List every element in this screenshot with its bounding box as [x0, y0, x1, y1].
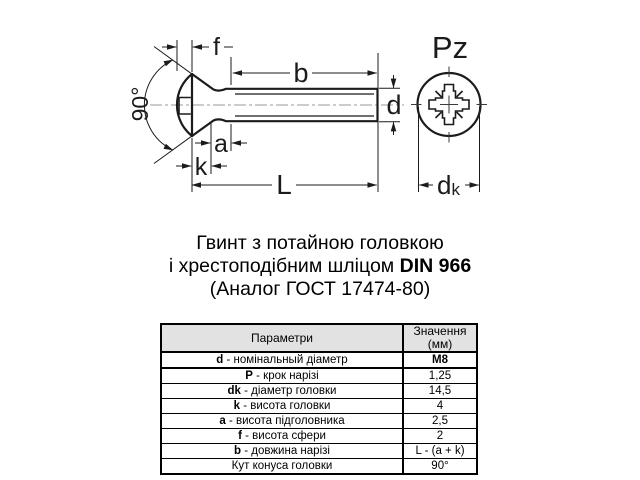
- pz-head-view: Pz dk: [411, 30, 487, 200]
- dimension-d: d: [386, 75, 402, 135]
- title-line-1: Гвинт з потайною головкою: [196, 232, 444, 254]
- spec-table: Параметри Значення (мм) d - номінальный …: [160, 323, 478, 475]
- label-pz: Pz: [432, 30, 468, 65]
- centerline-ticks: [411, 66, 487, 143]
- value-cell: 1,25: [402, 367, 478, 384]
- dimension-a: a: [195, 130, 247, 158]
- title-block: Гвинт з потайною головкою і хрестоподібн…: [0, 232, 640, 301]
- head-dome: [175, 72, 194, 138]
- title-line-2: і хрестоподібним шліцом DIN 966: [168, 255, 472, 277]
- param-cell: k - висота головки: [160, 398, 404, 414]
- value-cell: 90°: [402, 458, 478, 475]
- value-cell: 14,5: [402, 383, 478, 399]
- label-d: d: [386, 90, 401, 120]
- value-cell: 4: [402, 398, 478, 414]
- value-cell: L - (a + k): [402, 443, 478, 459]
- label-angle: 90°: [127, 87, 153, 122]
- table-header-row: Параметри Значення (мм): [160, 323, 478, 353]
- recess-profile: [178, 96, 191, 115]
- label-L: L: [276, 169, 292, 200]
- dimension-b: b: [232, 58, 378, 88]
- dimension-angle: 90°: [127, 46, 194, 164]
- dimension-k: k: [176, 153, 227, 181]
- pozidriv-cross: [428, 83, 470, 126]
- head-cone-top: [190, 72, 379, 92]
- label-b: b: [293, 58, 308, 88]
- param-cell: d - номінальный діаметр: [160, 351, 404, 369]
- value-cell: 2,5: [402, 413, 478, 429]
- header-value: Значення (мм): [402, 323, 478, 353]
- title-line-3: (Аналог ГОСТ 17474-80): [209, 278, 431, 300]
- extension-lines: [176, 40, 400, 192]
- value-cell: M8: [402, 351, 478, 369]
- label-dk: dk: [437, 170, 460, 200]
- param-cell: dk - діаметр головки: [160, 383, 404, 399]
- label-f: f: [213, 33, 220, 61]
- param-cell: f - висота сфери: [160, 428, 404, 444]
- dimension-f: f: [162, 33, 233, 61]
- value-cell: 2: [402, 428, 478, 444]
- param-cell: Кут конуса головки: [160, 458, 404, 475]
- dimension-dk: dk: [418, 107, 480, 200]
- label-a: a: [214, 130, 228, 158]
- label-k: k: [195, 153, 208, 181]
- technical-drawing: f 90° b d a k: [127, 30, 487, 200]
- param-cell: P - крок нарізі: [160, 367, 404, 384]
- head-cone-bottom: [190, 118, 379, 138]
- header-param: Параметри: [160, 323, 404, 353]
- param-cell: b - довжина нарізі: [160, 443, 404, 459]
- dimension-L: L: [191, 169, 378, 200]
- param-cell: a - висота підголовника: [160, 413, 404, 429]
- din-number: DIN 966: [399, 255, 472, 277]
- pozidriv-ticks: [434, 90, 464, 119]
